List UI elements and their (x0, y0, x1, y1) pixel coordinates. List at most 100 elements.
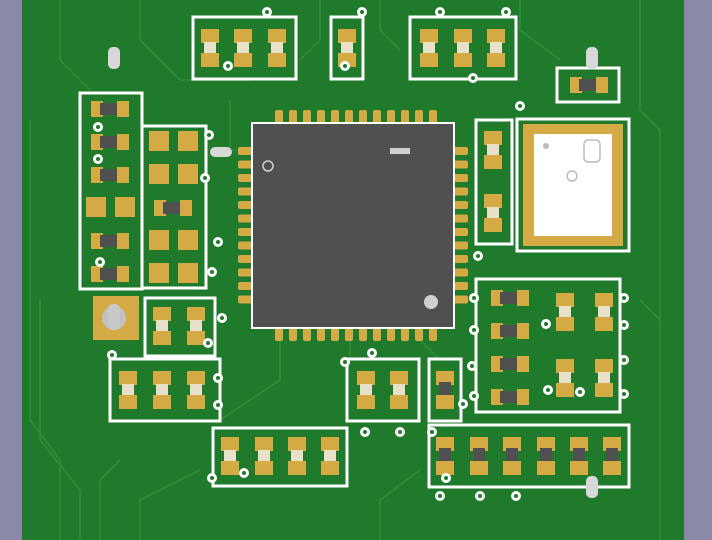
mcu-pin (454, 147, 468, 155)
mcu-pin (238, 282, 252, 290)
capacitor (454, 29, 472, 67)
via (435, 491, 445, 501)
capacitor (187, 307, 205, 345)
mcu-pin (373, 327, 381, 341)
via (207, 267, 217, 277)
capacitor (357, 371, 375, 409)
via (619, 320, 629, 330)
smd-pad (86, 197, 106, 217)
capacitor (484, 194, 502, 232)
mcu-pin (454, 268, 468, 277)
mcu-pin (289, 110, 297, 124)
smd-pad (149, 164, 169, 184)
mcu-pin (387, 327, 395, 341)
via (204, 130, 214, 140)
mcu-pin (454, 241, 468, 250)
mcu-pin (359, 327, 367, 341)
smd-pad (149, 263, 169, 283)
via (619, 389, 629, 399)
mcu-pin (238, 241, 252, 250)
capacitor (487, 29, 505, 67)
mcu-pin (275, 110, 283, 124)
pin-header (586, 47, 598, 69)
mcu-pin (454, 282, 468, 290)
resistor (491, 323, 529, 339)
via (458, 399, 468, 409)
capacitor (221, 437, 239, 475)
copper-traces (29, 0, 661, 540)
via (360, 427, 370, 437)
via (541, 319, 551, 329)
mcu-pin (238, 201, 252, 209)
capacitor (119, 371, 137, 409)
mcu-pin (454, 295, 468, 304)
via (213, 400, 223, 410)
resistor (436, 437, 454, 475)
via (340, 357, 350, 367)
vias (93, 7, 629, 501)
capacitor (595, 293, 613, 331)
smd-pad (178, 263, 198, 283)
mcu-pin (238, 214, 252, 223)
via (469, 391, 479, 401)
crystal-oscillator (523, 124, 623, 246)
via (511, 491, 521, 501)
mcu-pin (387, 110, 395, 124)
capacitor (234, 29, 252, 67)
mcu-pin (454, 174, 468, 182)
via (469, 293, 479, 303)
via (340, 61, 350, 71)
resistor (537, 437, 555, 475)
resistor (470, 437, 488, 475)
test-pad (93, 296, 139, 340)
mcu-pin (289, 327, 297, 341)
via (93, 122, 103, 132)
mcu-pin (303, 327, 311, 341)
mcu-pin (238, 160, 252, 169)
via (262, 7, 272, 17)
via (619, 293, 629, 303)
via (207, 473, 217, 483)
via (619, 355, 629, 365)
resistor (570, 437, 588, 475)
via (395, 427, 405, 437)
resistor (503, 437, 521, 475)
passive-components (86, 29, 621, 475)
via (200, 173, 210, 183)
capacitor (595, 359, 613, 397)
via (515, 101, 525, 111)
capacitor (420, 29, 438, 67)
via (475, 491, 485, 501)
via (95, 257, 105, 267)
mcu-pin (454, 214, 468, 223)
mcu-pin (303, 110, 311, 124)
capacitor (201, 29, 219, 67)
mcu-pin (238, 255, 252, 263)
mcu-pin (275, 327, 283, 341)
mcu-pin (429, 327, 437, 341)
via (543, 385, 553, 395)
smd-pad (178, 131, 198, 151)
silkscreen-outlines (78, 15, 631, 489)
mcu-pin (317, 110, 325, 124)
via (367, 348, 377, 358)
capacitor (187, 371, 205, 409)
via (467, 361, 477, 371)
mcu-pin (238, 187, 252, 196)
mcu-pin (401, 110, 409, 124)
pin-header (586, 476, 598, 498)
capacitor (390, 371, 408, 409)
mcu-pin (415, 327, 423, 341)
mcu-pin (454, 228, 468, 236)
via (213, 237, 223, 247)
mcu-body (251, 122, 455, 329)
via (441, 473, 451, 483)
via (239, 468, 249, 478)
capacitor (288, 437, 306, 475)
mcu-pin (415, 110, 423, 124)
smd-pad (178, 230, 198, 250)
mcu-pin (454, 255, 468, 263)
via (575, 387, 585, 397)
